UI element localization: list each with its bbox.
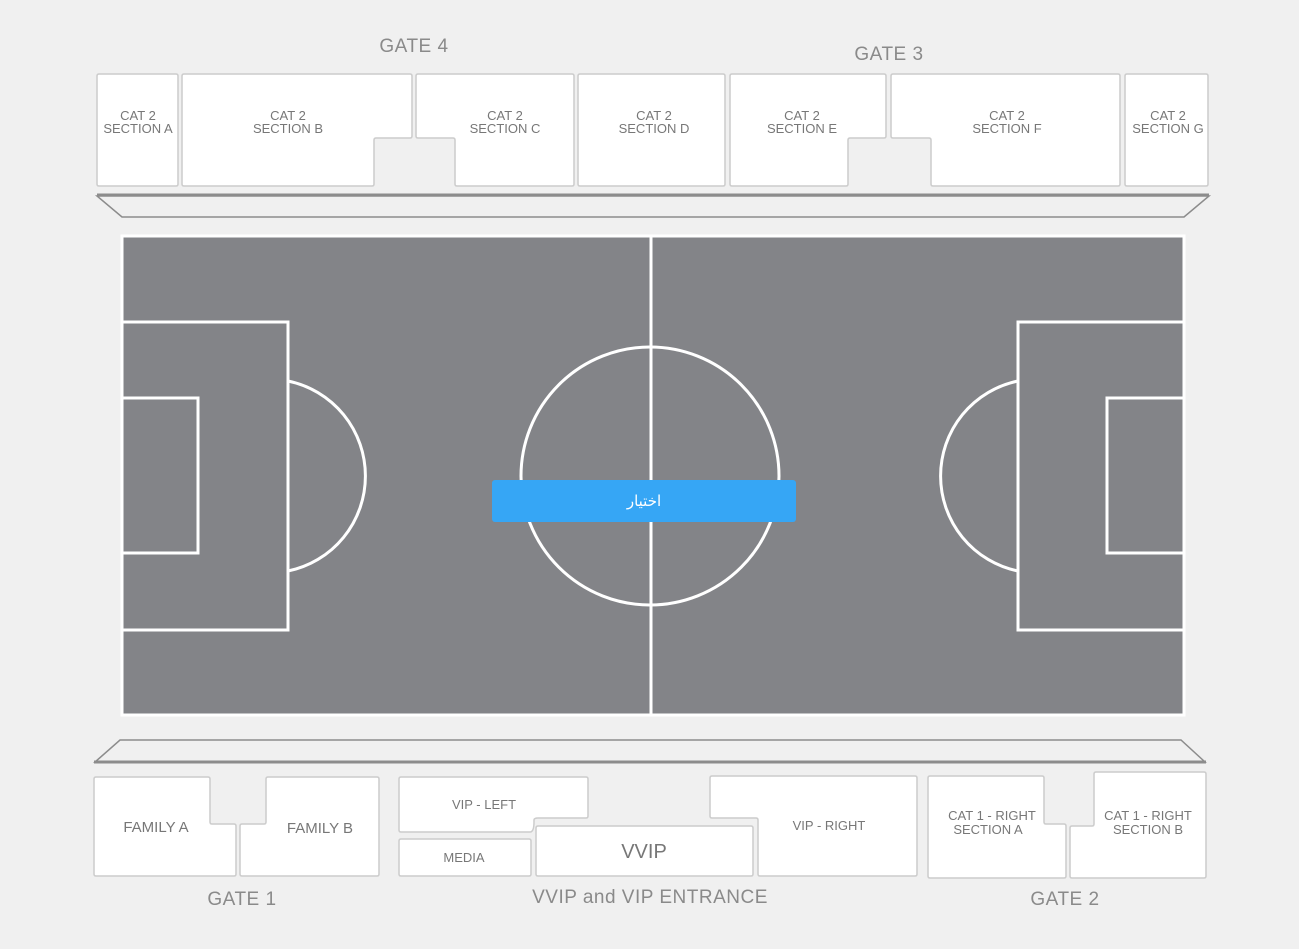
- media-label: MEDIA: [443, 850, 485, 865]
- family-b-label: FAMILY B: [287, 820, 353, 837]
- vip-left-label: VIP - LEFT: [452, 797, 516, 812]
- cat2-section-b-line1: CAT 2: [270, 108, 306, 123]
- cat2-section-f-line1: CAT 2: [989, 108, 1025, 123]
- gate-1-label: GATE 1: [207, 889, 277, 910]
- cat2-section-b-line2: SECTION B: [253, 121, 323, 136]
- cat2-section-f[interactable]: CAT 2 SECTION F: [890, 73, 1121, 187]
- family-a-label: FAMILY A: [123, 819, 188, 836]
- cat2-section-a-line1: CAT 2: [120, 108, 156, 123]
- left-penalty-arc: [287, 379, 367, 573]
- vip-right[interactable]: VIP - RIGHT: [709, 775, 918, 877]
- cat2-section-d-line2: SECTION D: [619, 121, 690, 136]
- cat1-right-section-b[interactable]: CAT 1 - RIGHT SECTION B: [1069, 771, 1207, 879]
- right-goal-box: [1105, 396, 1186, 555]
- top-stand-bar: [94, 193, 1212, 218]
- cat2-section-a[interactable]: CAT 2 SECTION A: [96, 73, 179, 187]
- family-b[interactable]: FAMILY B: [239, 776, 380, 877]
- cat1-right-section-a-line1: CAT 1 - RIGHT: [948, 808, 1036, 823]
- gate-3-label: GATE 3: [854, 44, 924, 65]
- cat2-section-e[interactable]: CAT 2 SECTION E: [729, 73, 887, 187]
- cat2-section-g-line2: SECTION G: [1132, 121, 1204, 136]
- cat2-section-g[interactable]: CAT 2 SECTION G: [1124, 73, 1209, 187]
- select-button[interactable]: اختيار: [492, 480, 796, 522]
- gate-4-label: GATE 4: [379, 36, 449, 57]
- bottom-stand-bar: [93, 739, 1207, 764]
- cat2-section-c-line2: SECTION C: [470, 121, 541, 136]
- media[interactable]: MEDIA: [398, 838, 532, 877]
- vvip[interactable]: VVIP: [535, 825, 754, 877]
- cat2-section-g-line1: CAT 2: [1150, 108, 1186, 123]
- vvip-label: VVIP: [621, 841, 667, 863]
- gate-2-label: GATE 2: [1030, 889, 1100, 910]
- cat2-section-c[interactable]: CAT 2 SECTION C: [415, 73, 575, 187]
- cat2-section-c-line1: CAT 2: [487, 108, 523, 123]
- center-circle: [519, 345, 781, 607]
- right-penalty-arc: [939, 379, 1019, 573]
- vvip-vip-entrance-label: VVIP and VIP ENTRANCE: [532, 887, 768, 908]
- cat2-section-b[interactable]: CAT 2 SECTION B: [181, 73, 413, 187]
- vip-left[interactable]: VIP - LEFT: [398, 776, 589, 833]
- family-a[interactable]: FAMILY A: [93, 776, 237, 877]
- vip-right-label: VIP - RIGHT: [793, 818, 866, 833]
- cat1-right-section-a-line2: SECTION A: [953, 822, 1023, 837]
- cat2-section-d-line1: CAT 2: [636, 108, 672, 123]
- cat1-right-section-b-line2: SECTION B: [1113, 822, 1183, 837]
- cat2-section-f-line2: SECTION F: [972, 121, 1041, 136]
- cat1-right-section-b-line1: CAT 1 - RIGHT: [1104, 808, 1192, 823]
- cat2-section-e-line1: CAT 2: [784, 108, 820, 123]
- cat1-right-section-a[interactable]: CAT 1 - RIGHT SECTION A: [927, 775, 1067, 879]
- left-goal-box: [120, 396, 200, 555]
- cat2-section-d[interactable]: CAT 2 SECTION D: [577, 73, 726, 187]
- cat2-section-a-line2: SECTION A: [103, 121, 173, 136]
- cat2-section-e-line2: SECTION E: [767, 121, 837, 136]
- pitch-surface: [120, 234, 1186, 717]
